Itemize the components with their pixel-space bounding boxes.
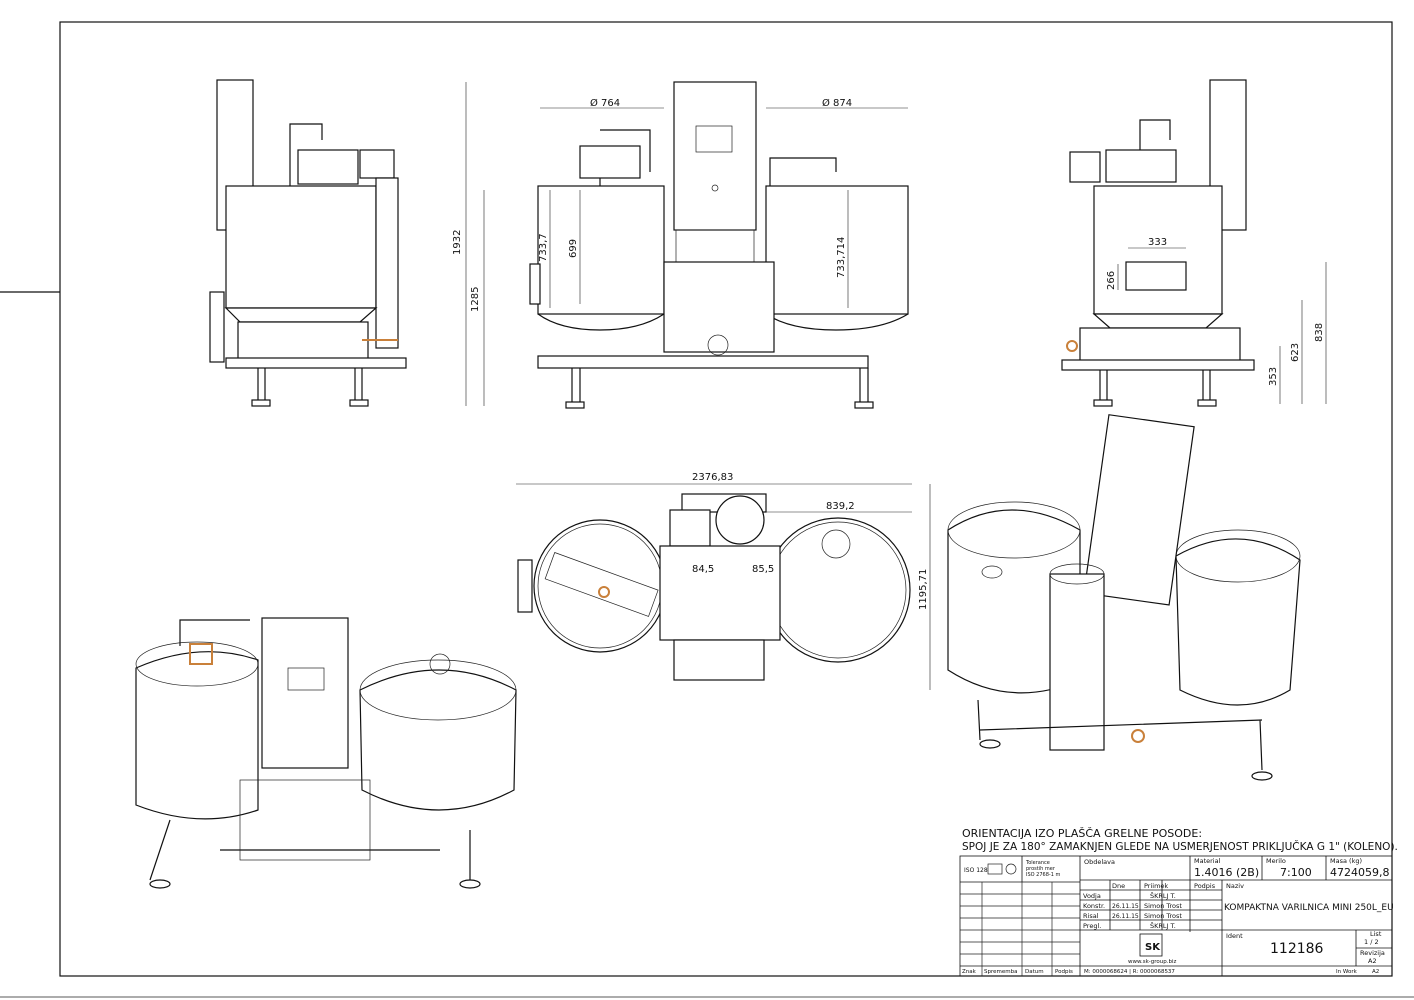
row-2-date: 26.11.15 [1112,903,1139,910]
dim-h623: 623 [1290,343,1301,362]
dim-h353: 353 [1268,367,1279,386]
ident-value: 112186 [1270,941,1324,957]
podpis-label: Podpis [1194,882,1216,890]
row-4-name: ŠKRLJ T. [1150,921,1176,930]
dim-w2376: 2376,83 [692,472,733,483]
dim-w839: 839,2 [826,501,855,512]
row-1-name: ŠKRLJ T. [1150,891,1176,900]
isometric-view-right [947,414,1301,781]
priimek-label: Priimek [1144,882,1168,890]
list-label: List [1370,930,1382,938]
right-side-view [1061,79,1255,407]
company-logo [1139,933,1163,957]
dim-h1285: 1285 [470,287,481,312]
row-2-name: Simon Trost [1144,902,1182,910]
naziv-label: Naziv [1226,882,1244,890]
isometric-view-left [135,617,517,889]
top-dimensions: 2376,83 839,2 1195,71 84,5 85,5 [516,472,931,690]
list-value: 1 / 2 [1364,938,1379,946]
row-4-role: Pregl. [1083,922,1101,930]
dim-w333: 333 [1148,237,1167,248]
dim-g85: 85,5 [752,564,774,575]
orientation-note: ORIENTACIJA IZO PLAŠČA GRELNE POSODE: SP… [962,827,1398,853]
tolerance-2: prostih mer [1026,866,1056,872]
footer-sprememba: Sprememba [984,969,1017,975]
projection-symbol [987,863,1003,875]
note-line-1: ORIENTACIJA IZO PLAŠČA GRELNE POSODE: [962,827,1202,840]
merilo-value: 7:100 [1280,866,1312,879]
footer-znak: Znak [962,969,977,975]
naziv-value: KOMPAKTNA VARILNICA MINI 250L_EU [1224,903,1394,913]
front-dimensions: Ø 764 Ø 874 1932 1285 733,7 699 733,714 [452,82,908,406]
dim-h1932: 1932 [452,230,463,255]
dim-v699: 699 [568,239,579,258]
drawing-frame [59,21,1393,977]
revizija-label: Revizija [1360,949,1385,957]
status: In Work [1336,969,1358,975]
row-1-role: Vodja [1083,892,1101,900]
title-block: ISO 128 Tolerance prostih mer ISO 2768-1… [959,855,1394,977]
left-side-view [209,79,407,407]
masa-value: 4724059,8 [1330,866,1390,879]
ident-label: Ident [1226,932,1243,940]
mr-numbers: M: 0000068624 | R: 0000068537 [1084,969,1175,975]
note-line-2: SPOJ JE ZA 180° ZAMAKNJEN GLEDE NA USMER… [962,840,1398,853]
row-3-name: Simon Trost [1144,912,1182,920]
obdelava-label: Obdelava [1084,858,1115,866]
dim-v733_714: 733,714 [836,237,847,278]
iso-label: ISO 128 [964,867,988,874]
material-value: 1.4016 (2B) [1194,866,1259,879]
dne-label: Dne [1112,882,1125,890]
footer-datum: Datum [1025,969,1044,975]
dim-h838: 838 [1314,323,1325,342]
status-rev: A2 [1372,969,1379,975]
masa-label: Masa (kg) [1330,857,1362,865]
right-dimensions: 333 266 838 623 353 [1106,237,1327,404]
dim-h1195: 1195,71 [918,569,929,610]
merilo-label: Merilo [1266,857,1286,865]
row-3-role: Risal [1083,912,1099,920]
front-view [529,81,909,409]
material-label: Material [1194,857,1221,865]
dim-d764: Ø 764 [590,97,620,109]
top-view [517,493,911,681]
footer-podpis: Podpis [1055,969,1073,975]
dim-g84: 84,5 [692,564,714,575]
tolerance-1: Tolerance [1025,860,1050,866]
dim-h266: 266 [1106,271,1117,290]
row-2-role: Konstr. [1083,902,1105,910]
svg-text:SK: SK [1145,942,1161,953]
dim-d874: Ø 874 [822,97,852,109]
row-3-date: 26.11.15 [1112,913,1139,920]
dim-v733_7: 733,7 [538,233,549,262]
revizija-value: A2 [1368,957,1377,965]
tolerance-3: ISO 2768-1 m [1026,872,1060,878]
website: www.sk-group.biz [1128,959,1177,965]
